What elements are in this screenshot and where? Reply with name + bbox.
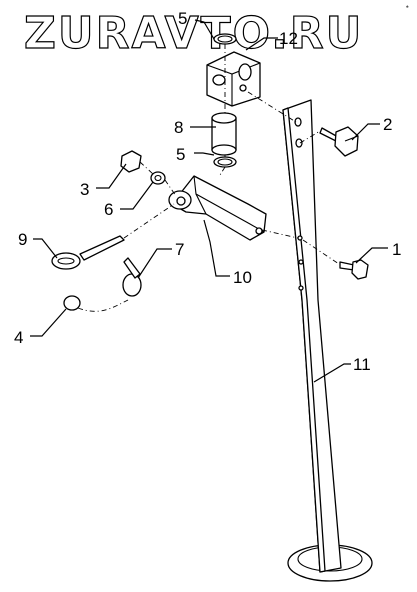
tether-part-4 [63, 295, 129, 312]
callout-2: 2 [383, 115, 392, 134]
washer-part-6 [150, 171, 166, 185]
corner-mark: ♠ [406, 4, 409, 10]
callout-12: 12 [279, 29, 298, 48]
pull-pin-part-9 [51, 235, 125, 270]
top-bracket-part-12 [206, 51, 261, 107]
callout-9: 9 [18, 230, 27, 249]
callout-5-mid: 5 [176, 145, 185, 164]
bolt-part-2 [319, 126, 359, 157]
stand-leg-part-11 [282, 99, 373, 582]
callout-1: 1 [392, 240, 401, 259]
callout-11: 11 [353, 355, 371, 374]
watermark-logo: ZURAVTO.RU [24, 8, 363, 59]
callout-5-top: 5 [178, 9, 187, 28]
lynch-pin-part-7 [122, 257, 142, 297]
assembly-lines [123, 44, 340, 265]
callout-leaders [30, 19, 388, 383]
callout-8: 8 [174, 118, 183, 137]
hinge-bracket-part-10 [168, 175, 267, 241]
callout-10: 10 [233, 268, 252, 287]
bolt-part-1 [339, 259, 369, 280]
callout-3: 3 [80, 180, 89, 199]
pin-part-8 [211, 112, 237, 156]
callout-4: 4 [14, 328, 23, 347]
nut-part-3 [120, 150, 142, 173]
callout-7: 7 [175, 240, 184, 259]
callout-6: 6 [104, 200, 113, 219]
